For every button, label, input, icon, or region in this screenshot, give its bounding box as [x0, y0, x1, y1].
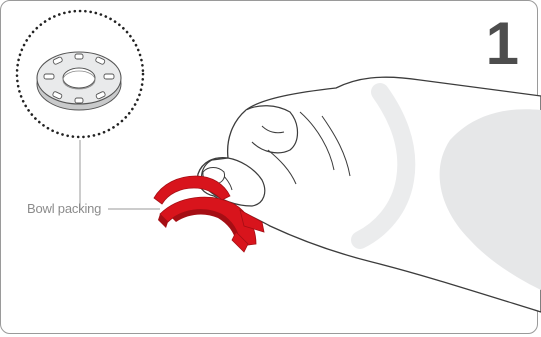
bowl-packing-label: Bowl packing [27, 201, 102, 216]
red-bowl-packing-icon [153, 175, 265, 253]
step-number: 1 [485, 10, 519, 77]
callout-leader-line [79, 140, 160, 210]
hand-icon [197, 76, 541, 313]
bowl-packing-detail-icon [15, 9, 145, 139]
